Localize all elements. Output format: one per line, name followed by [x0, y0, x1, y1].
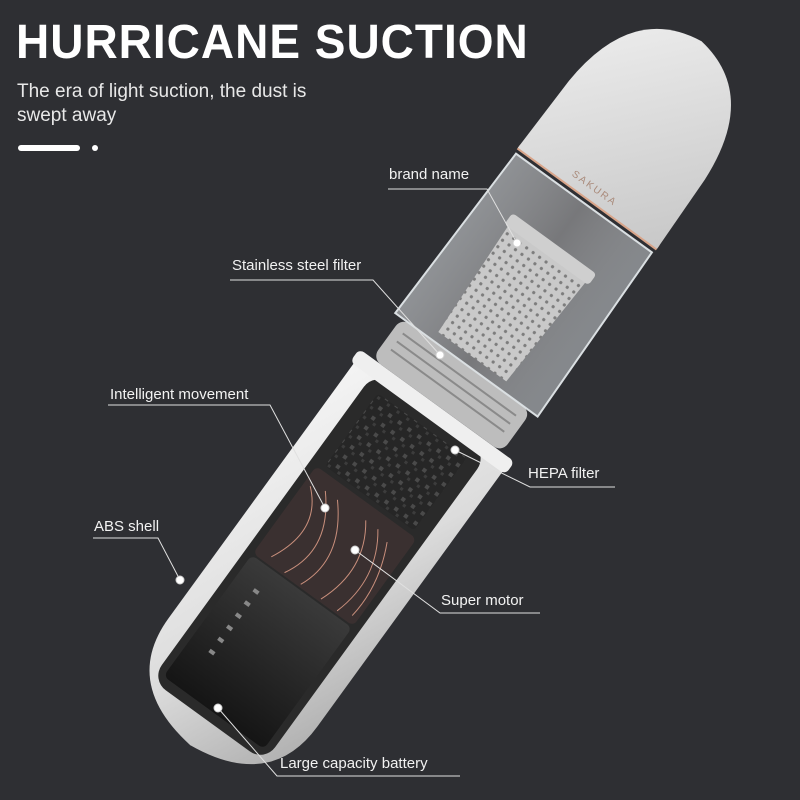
page-subtitle: The era of light suction, the dust is sw…: [17, 81, 307, 126]
callout-stainless-steel-filter: Stainless steel filter: [232, 257, 362, 274]
callout-hepa-filter: HEPA filter: [528, 465, 600, 482]
callout-super-motor: Super motor: [441, 592, 524, 609]
carousel-indicator-dot[interactable]: [92, 145, 98, 151]
control-board: [326, 394, 466, 530]
callout-large-capacity-battery: Large capacity battery: [280, 755, 428, 772]
nozzle-cap: [517, 28, 731, 249]
battery-pack: [165, 557, 350, 747]
stainless-filter-element: [438, 223, 588, 382]
callout-brand-name: brand name: [389, 166, 470, 183]
callout-abs-shell: ABS shell: [94, 518, 160, 535]
carousel-indicator-active[interactable]: [18, 145, 80, 151]
callout-intelligent-movement: Intelligent movement: [110, 386, 249, 403]
page-title: HURRICANE SUCTION: [16, 13, 529, 69]
